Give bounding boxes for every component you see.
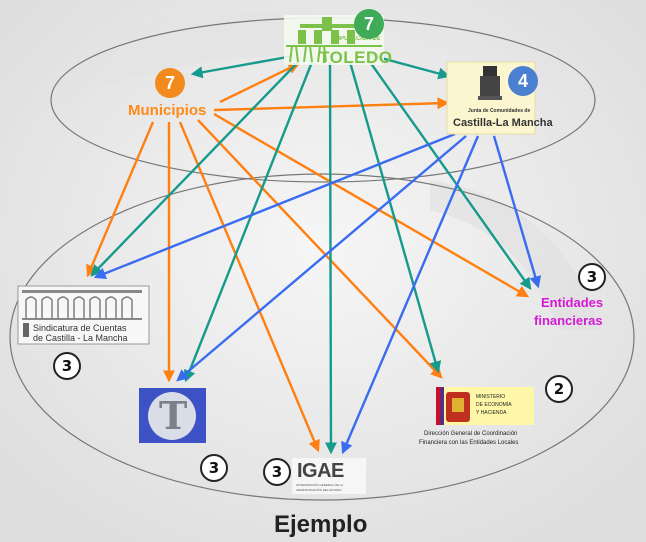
municipios-count-badge: 7 (155, 68, 185, 98)
igae-count-badge: 3 (263, 458, 291, 486)
sindicatura-count-badge: 3 (53, 352, 81, 380)
arrow-toledo-igae (324, 61, 337, 455)
toledo-count-badge: 7 (354, 9, 384, 39)
ministerio-count-badge: 2 (545, 375, 573, 403)
entidades-count-badge: 3 (578, 263, 606, 291)
municipios-label: Municipios (128, 102, 207, 119)
tribunal-count-badge: 3 (200, 454, 228, 482)
watermark-shape (430, 180, 600, 330)
entidades-line1: Entidades (541, 295, 604, 310)
toledo-subtitle: DIPUTACIÓN DE (334, 36, 380, 42)
arrow-jccm-sindicatura (93, 132, 456, 280)
arrow-toledo-entidades (369, 61, 532, 290)
arrow-toledo-sindicatura (90, 59, 301, 277)
bottom-group-ellipse (9, 173, 635, 501)
arrow-municipios-toledo (219, 62, 301, 104)
igae-line2: ADMINISTRACIÓN DEL ESTADO (296, 488, 342, 492)
jccm-line1: Junta de Comunidades de (468, 108, 531, 114)
sindicatura-logo (17, 285, 150, 345)
footer-title: Ejemplo (274, 511, 368, 538)
arrow-toledo-municipios (190, 54, 294, 79)
arrow-toledo-tribunal (183, 61, 314, 383)
ministerio-line1: Dirección General de Coordinación (424, 431, 518, 437)
ministerio-logo-l3: Y HACIENDA (476, 410, 507, 416)
ministerio-logo-l1: MINISTERIO (476, 394, 506, 400)
arrow-toledo-ministerio (348, 61, 442, 374)
arrow-jccm-tribunal (176, 135, 467, 382)
ministerio-line2: Financiera con las Entidades Locales (419, 440, 519, 446)
toledo-title: TOLEDO (319, 48, 393, 67)
arrow-municipios-entidades (213, 112, 530, 298)
entidades-line2: financieras (534, 313, 603, 328)
igae-logo-text: IGAE (297, 460, 344, 482)
tribunal-glyph: T (159, 393, 188, 438)
arrow-jccm-igae (341, 135, 480, 455)
arrow-municipios-sindicatura (86, 121, 155, 278)
ministerio-logo-l2: DE ECONOMÍA (476, 402, 512, 408)
arrow-municipios-igae (178, 121, 320, 453)
sindicatura-line1: Sindicatura de Cuentas (33, 323, 127, 333)
sindicatura-line2: de Castilla - La Mancha (33, 333, 128, 343)
arrow-municipios-ministerio (197, 119, 443, 379)
jccm-count-badge: 4 (508, 66, 538, 96)
arrow-jccm-entidades (492, 135, 542, 289)
tribunal-logo (139, 388, 206, 443)
igae-line1: INTERVENCIÓN GENERAL DE LA (296, 483, 344, 487)
igae-logo (292, 458, 366, 494)
jccm-line2: Castilla-La Mancha (453, 117, 553, 129)
ministerio-logo (436, 387, 534, 425)
toledo-logo (284, 15, 384, 65)
